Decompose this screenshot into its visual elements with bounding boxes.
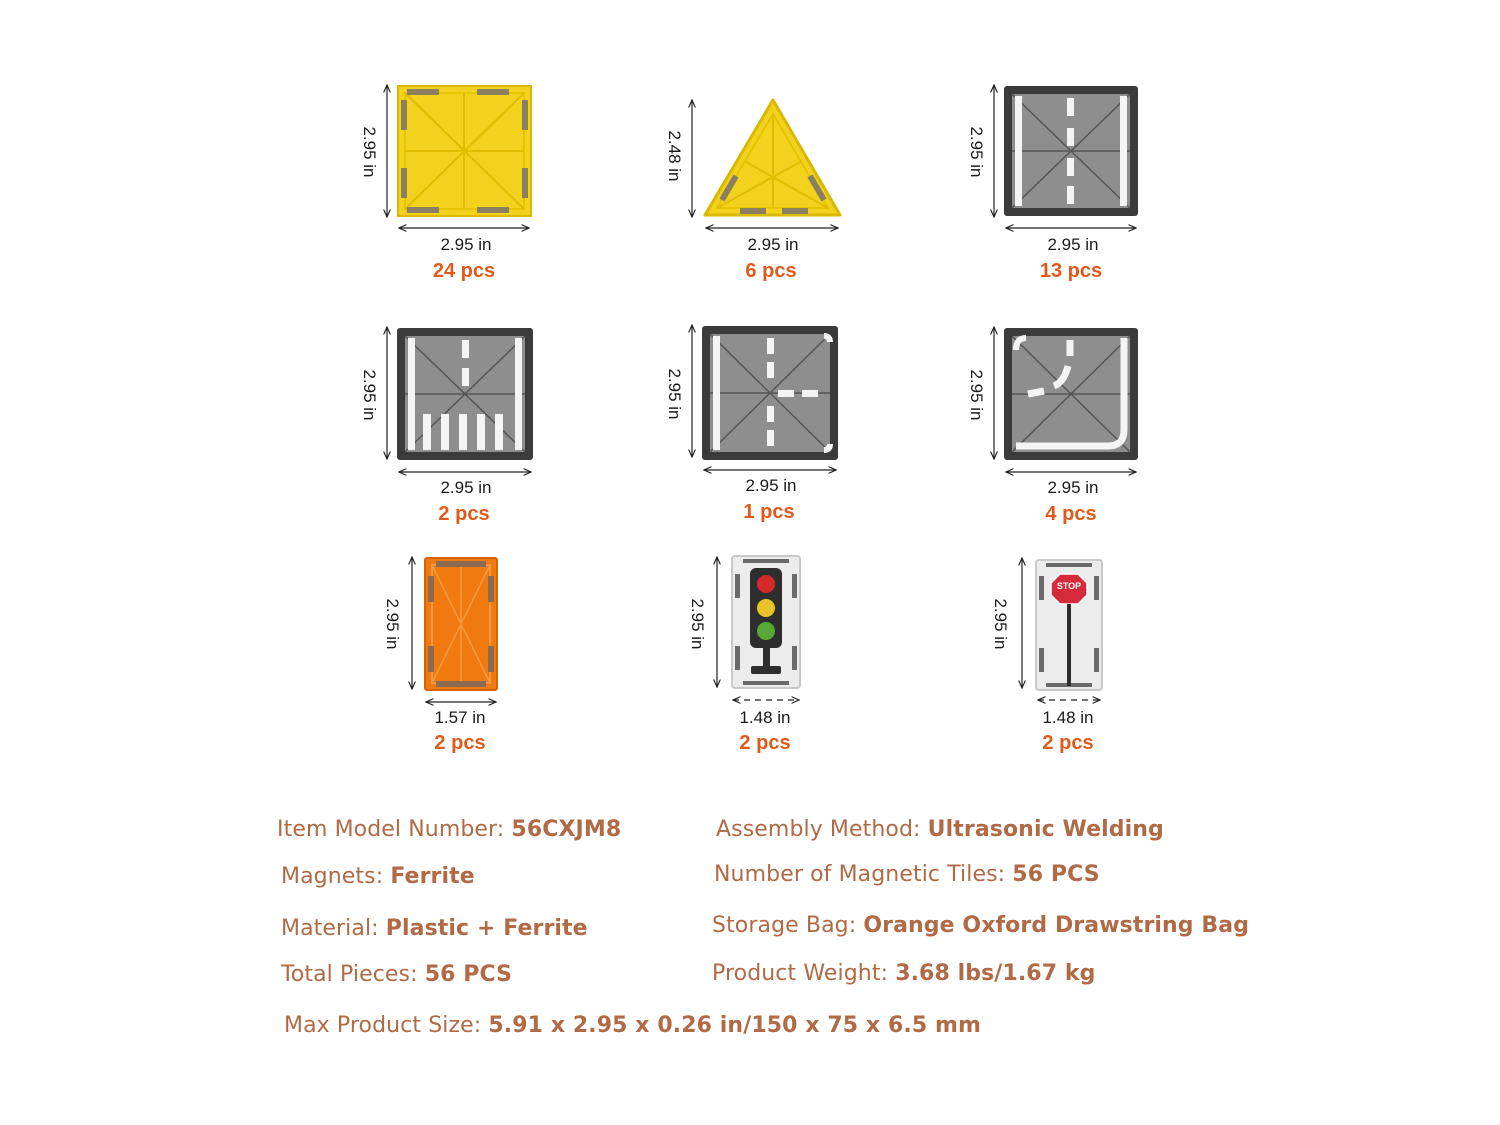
height-label: 2.95 in — [967, 126, 986, 178]
width-label: 1.48 in — [739, 708, 791, 727]
height-label: 2.95 in — [665, 368, 684, 420]
spec-value: 5.91 x 2.95 x 0.26 in/150 x 75 x 6.5 mm — [488, 1013, 982, 1038]
orange-rectangle-tile — [390, 552, 498, 712]
spec-label: Number of Magnetic Tiles: — [714, 862, 1013, 887]
width-label: 2.95 in — [440, 478, 492, 497]
spec-value: Ultrasonic Welding — [927, 817, 1164, 842]
piece-count: 24 pcs — [432, 260, 496, 282]
piece-yellow-square: 2.95 in 2.95 in 24 pcs — [355, 80, 555, 290]
height-label: 2.95 in — [360, 369, 379, 421]
road-t-junction-tile — [660, 320, 838, 470]
spec-assembly: Assembly Method: Ultrasonic Welding — [716, 817, 1164, 842]
traffic-light-tile — [695, 555, 801, 712]
piece-yellow-triangle: 2.48 in 2.95 in 6 pcs — [660, 80, 860, 290]
yellow-square-tile — [355, 80, 532, 230]
spec-label: Storage Bag: — [712, 913, 864, 938]
spec-value: Plastic + Ferrite — [385, 916, 588, 941]
yellow-triangle-tile — [660, 98, 842, 230]
piece-count: 2 pcs — [438, 503, 490, 525]
piece-count: 2 pcs — [1042, 732, 1094, 754]
spec-total: Total Pieces: 56 PCS — [281, 962, 512, 987]
stop-sign-text: STOP — [1056, 581, 1082, 591]
height-label: 2.95 in — [688, 598, 707, 650]
spec-bag: Storage Bag: Orange Oxford Drawstring Ba… — [712, 913, 1249, 938]
spec-tiles: Number of Magnetic Tiles: 56 PCS — [714, 862, 1100, 887]
piece-count: 13 pcs — [1039, 260, 1103, 282]
spec-label: Magnets: — [281, 864, 391, 889]
piece-count: 1 pcs — [743, 501, 795, 523]
spec-label: Assembly Method: — [716, 817, 928, 842]
width-label: 1.57 in — [434, 708, 486, 727]
road-curve-tile — [960, 322, 1138, 472]
piece-orange-rectangle: 2.95 in 1.57 in 2 pcs — [383, 552, 530, 762]
piece-count: 2 pcs — [739, 732, 791, 754]
spec-value: Ferrite — [390, 864, 475, 889]
spec-size: Max Product Size: 5.91 x 2.95 x 0.26 in/… — [284, 1013, 981, 1038]
piece-count: 2 pcs — [434, 732, 486, 754]
spec-model: Item Model Number: 56CXJM8 — [277, 817, 621, 842]
stop-sign-tile — [998, 552, 1103, 712]
spec-material: Material: Plastic + Ferrite — [281, 916, 588, 941]
spec-value: 3.68 lbs/1.67 kg — [895, 961, 1096, 986]
height-label: 2.48 in — [665, 130, 684, 182]
piece-road-t-junction: 2.95 in 2.95 in 1 pcs — [660, 320, 860, 530]
spec-value: 56CXJM8 — [511, 817, 622, 842]
width-label: 2.95 in — [745, 476, 797, 495]
spec-label: Max Product Size: — [284, 1013, 489, 1038]
piece-count: 4 pcs — [1045, 503, 1097, 525]
width-label: 2.95 in — [1047, 478, 1099, 497]
width-label: 2.95 in — [440, 235, 492, 254]
piece-stop-sign: STOP 2.95 in 1.48 in 2 pcs — [991, 552, 1138, 762]
piece-traffic-light: 2.95 in 1.48 in 2 pcs — [688, 552, 835, 762]
spec-value: 56 PCS — [1012, 862, 1100, 887]
height-label: 2.95 in — [967, 369, 986, 421]
width-label: 2.95 in — [1047, 235, 1099, 254]
height-label: 2.95 in — [360, 126, 379, 178]
spec-label: Item Model Number: — [277, 817, 512, 842]
spec-label: Total Pieces: — [281, 962, 425, 987]
spec-value: 56 PCS — [424, 962, 513, 987]
width-label: 2.95 in — [747, 235, 799, 254]
road-straight-tile — [960, 80, 1138, 230]
spec-label: Product Weight: — [712, 961, 896, 986]
piece-road-crosswalk: 2.95 in 2.95 in 2 pcs — [355, 322, 555, 532]
width-label: 1.48 in — [1042, 708, 1094, 727]
height-label: 2.95 in — [383, 598, 402, 650]
spec-weight: Product Weight: 3.68 lbs/1.67 kg — [712, 961, 1095, 986]
piece-count: 6 pcs — [745, 260, 797, 282]
spec-label: Material: — [281, 916, 386, 941]
road-crosswalk-tile — [355, 322, 533, 472]
piece-road-straight: 2.95 in 2.95 in 13 pcs — [960, 80, 1160, 290]
height-label: 2.95 in — [991, 598, 1010, 650]
spec-magnets: Magnets: Ferrite — [281, 864, 475, 889]
piece-road-curve: 2.95 in 2.95 in 4 pcs — [960, 322, 1160, 532]
spec-value: Orange Oxford Drawstring Bag — [863, 913, 1250, 938]
